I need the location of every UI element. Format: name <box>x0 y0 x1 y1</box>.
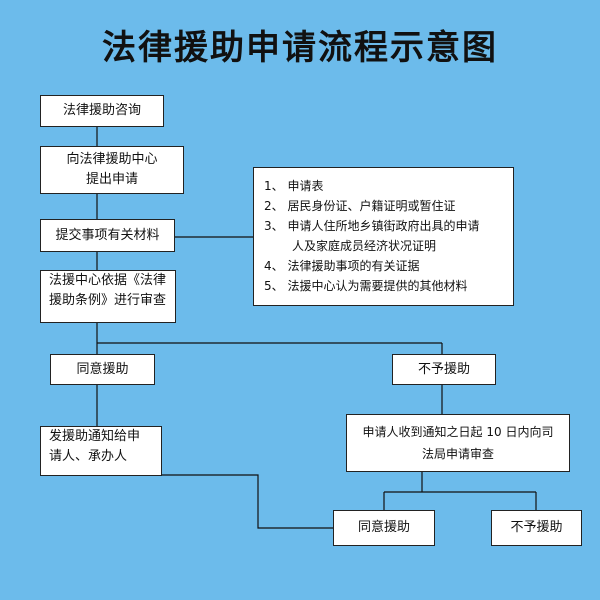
materials-item-5: 5、 法援中心认为需要提供的其他材料 <box>264 279 468 293</box>
apply-label-line2: 提出申请 <box>85 172 138 187</box>
agree2-box: 同意援助 <box>333 510 435 546</box>
notify-label-line1: 发援助通知给申 <box>49 429 141 444</box>
materials-item-3: 3、 申请人住所地乡镇街政府出具的申请 <box>264 219 480 233</box>
consult-box: 法律援助咨询 <box>40 95 164 127</box>
apply-label-line1: 向法律援助中心 <box>66 152 158 167</box>
consult-label: 法律援助咨询 <box>62 103 141 118</box>
appeal-box: 申请人收到通知之日起 10 日内向司 法局申请审查 <box>346 414 570 472</box>
page-title: 法律援助申请流程示意图 <box>102 28 498 68</box>
appeal-label-line2: 法局申请审查 <box>421 447 494 461</box>
materials-item-3-cont: 人及家庭成员经济状况证明 <box>292 239 437 253</box>
materials-list: 1、 申请表 2、 居民身份证、户籍证明或暂住证 3、 申请人住所地乡镇街政府出… <box>253 167 514 306</box>
refuse2-box: 不予援助 <box>491 510 582 546</box>
appeal-label-line1: 申请人收到通知之日起 10 日内向司 <box>362 425 554 439</box>
materials-item-4: 4、 法律援助事项的有关证据 <box>264 259 420 273</box>
notify-box: 发援助通知给申 请人、承办人 <box>40 426 162 476</box>
refuse-box: 不予援助 <box>392 354 496 385</box>
review-label-line2: 援助条例》进行审查 <box>49 293 167 308</box>
agree-label: 同意援助 <box>76 361 129 377</box>
review-label-line1: 法援中心依据《法律 <box>49 273 167 288</box>
refuse2-label: 不予援助 <box>510 520 563 535</box>
submit-label: 提交事项有关材料 <box>55 227 160 243</box>
agree2-label: 同意援助 <box>357 520 410 535</box>
review-box: 法援中心依据《法律 援助条例》进行审查 <box>40 270 176 323</box>
materials-item-1: 1、 申请表 <box>264 179 324 193</box>
submit-box: 提交事项有关材料 <box>40 219 175 252</box>
materials-item-2: 2、 居民身份证、户籍证明或暂住证 <box>264 199 456 213</box>
agree-box: 同意援助 <box>50 354 155 385</box>
apply-box: 向法律援助中心 提出申请 <box>40 146 184 194</box>
notify-label-line2: 请人、承办人 <box>49 449 128 464</box>
refuse-label: 不予援助 <box>417 361 470 377</box>
